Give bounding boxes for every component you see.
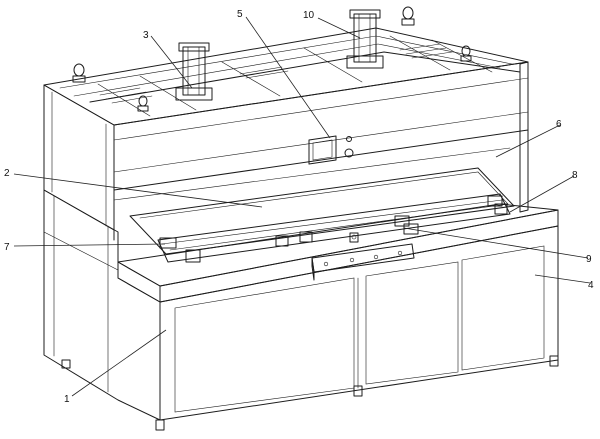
control-panel: [308, 135, 354, 165]
upper-housing: [43, 61, 529, 241]
callout-labels: 1 2 3 4 5 6 7 8 9 10: [4, 9, 594, 405]
lift-cylinders: [175, 9, 384, 101]
callout-4: 4: [588, 280, 594, 291]
callout-1: 1: [64, 394, 70, 405]
callout-2: 2: [4, 168, 10, 179]
callout-8: 8: [572, 170, 578, 181]
callout-7: 7: [4, 242, 10, 253]
callout-6: 6: [556, 119, 562, 130]
callout-3: 3: [143, 30, 149, 41]
lower-cabinet: [43, 189, 559, 431]
callout-9: 9: [586, 254, 592, 265]
callout-5: 5: [237, 9, 243, 20]
callout-10: 10: [303, 10, 315, 21]
front-drawer: [311, 243, 415, 281]
top-frame: [43, 6, 529, 126]
table-top: [117, 203, 559, 303]
leader-lines: [13, 16, 591, 397]
work-tray: [129, 167, 515, 263]
